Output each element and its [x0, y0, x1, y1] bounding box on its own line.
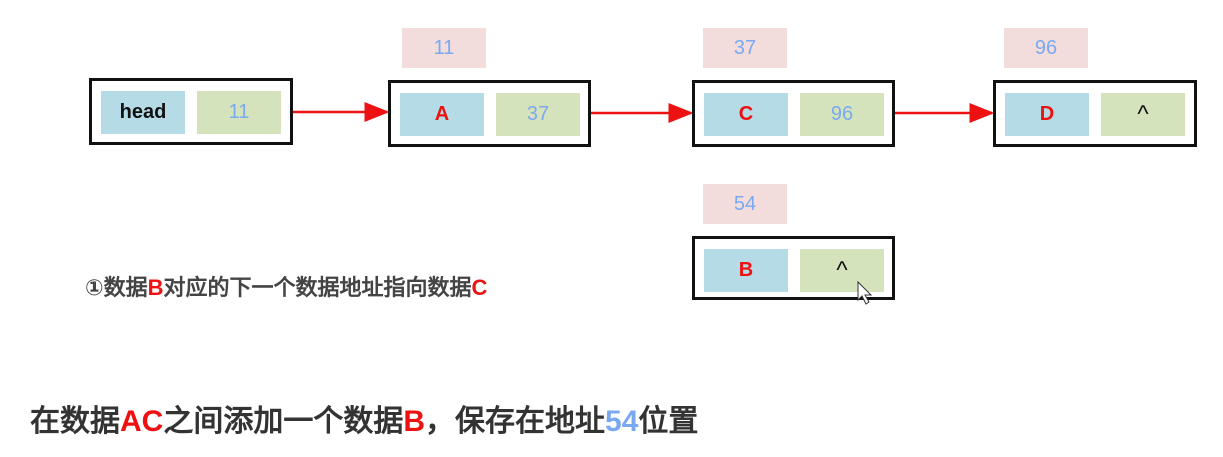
text: B	[147, 275, 164, 300]
node-data: C	[704, 93, 788, 136]
node-next: 11	[197, 91, 281, 134]
node-next-null: ^	[1101, 93, 1185, 136]
node-a: A 37	[388, 80, 591, 147]
node-d: D ^	[993, 80, 1197, 147]
step-description: ①数据B对应的下一个数据地址指向数据C	[85, 270, 487, 302]
addr-d: 96	[1004, 28, 1088, 68]
node-b: B ^	[692, 236, 895, 300]
text: 54	[605, 405, 639, 438]
addr-b: 54	[703, 184, 787, 224]
node-data: A	[400, 93, 484, 136]
text: 在数据	[30, 405, 120, 438]
text: B	[403, 405, 426, 438]
node-data: B	[704, 249, 788, 292]
text: AC	[120, 405, 164, 438]
text: ，保存在地址	[425, 405, 606, 438]
text: 对应的下一个数据地址指向数据	[163, 275, 472, 300]
node-next-null: ^	[800, 249, 884, 292]
text: 之间添加一个数据	[163, 405, 404, 438]
node-next: 96	[800, 93, 884, 136]
node-next: 37	[496, 93, 580, 136]
addr-a: 11	[402, 28, 486, 68]
text: C	[471, 275, 488, 300]
addr-c: 37	[703, 28, 787, 68]
node-c: C 96	[692, 80, 895, 147]
text: ①数据	[85, 275, 148, 300]
task-title: 在数据AC之间添加一个数据B，保存在地址54位置	[30, 396, 698, 440]
text: 位置	[638, 405, 699, 438]
node-head: head 11	[89, 78, 293, 145]
node-data: head	[101, 91, 185, 134]
node-data: D	[1005, 93, 1089, 136]
